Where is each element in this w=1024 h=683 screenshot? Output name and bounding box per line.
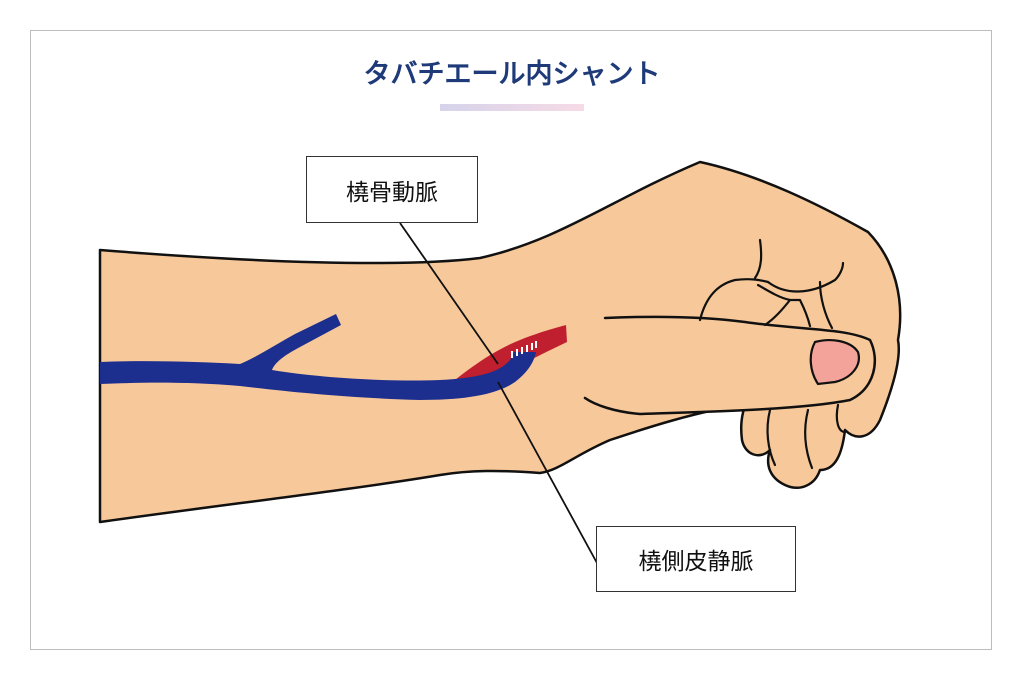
thumb-outline: [583, 315, 877, 416]
vein-leader-line: [497, 381, 598, 564]
anastomosis-stitches: [511, 341, 537, 358]
cephalic-vein: [100, 314, 536, 400]
finger-lines: [698, 238, 847, 470]
thumbnail: [809, 339, 860, 386]
forearm-hand-shape: [98, 160, 902, 524]
cephalic-vein-label: 橈側皮静脈: [596, 526, 796, 592]
radial-artery-label: 橈骨動脈: [306, 156, 478, 223]
title-underline-bar: [440, 104, 584, 111]
radial-artery-label-text: 橈骨動脈: [346, 179, 438, 206]
diagram-title: タバチエール内シャント: [363, 59, 661, 90]
artery-leader-line: [399, 222, 499, 365]
cephalic-vein-label-text: 橈側皮静脈: [638, 549, 754, 575]
